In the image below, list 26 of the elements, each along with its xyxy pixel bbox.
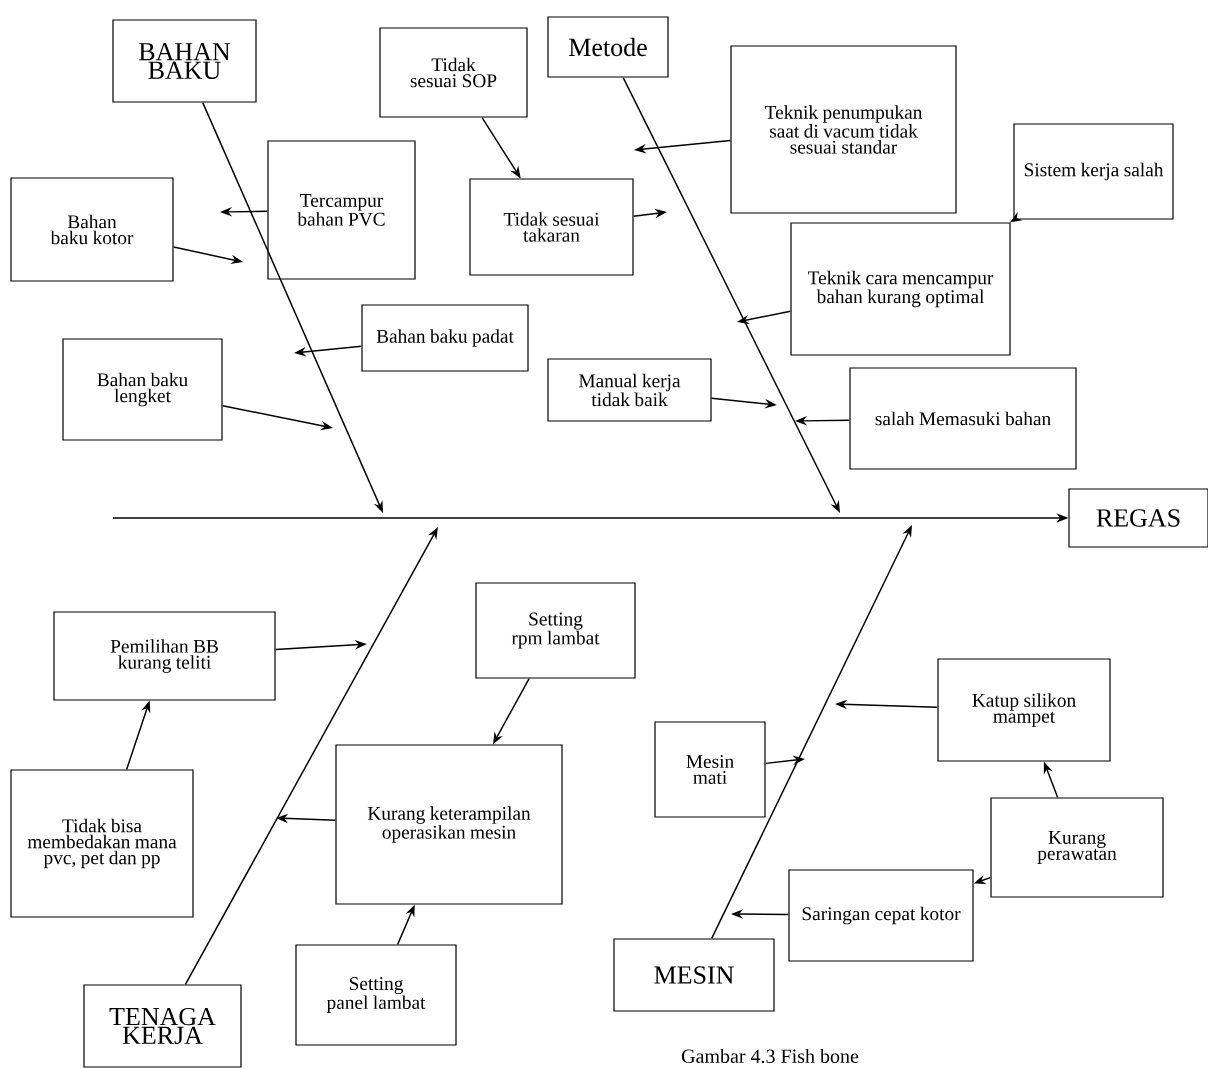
cause-box: Teknik penumpukan saat di vacum tidak sesuai standar: [730, 45, 957, 214]
cause-box: Bahan baku lengket: [62, 338, 223, 441]
cause-box: Manual kerja tidak baik: [547, 358, 712, 422]
cause-box: Setting rpm lambat: [475, 582, 636, 679]
effect-box: REGAS: [1068, 488, 1208, 548]
cause-box: Kurang keterampilan operasikan mesin: [335, 744, 563, 905]
cause-box: Setting panel lambat: [295, 944, 457, 1046]
cause-box: Tidak sesuai takaran: [469, 178, 634, 276]
cause-box: Bahan baku padat: [361, 304, 529, 372]
cause-box: Mesin mati: [654, 721, 766, 818]
cause-box: Pemilihan BB kurang teliti: [53, 611, 276, 701]
cause-box: Teknik cara mencampur bahan kurang optimal: [790, 222, 1011, 356]
cause-box: Kurang perawatan: [990, 797, 1164, 898]
cause-box: Sistem kerja salah: [1013, 123, 1174, 220]
cause-box: Tercampur bahan PVC: [267, 140, 416, 280]
category-box: TENAGA KERJA: [83, 984, 242, 1068]
cause-box: salah Memasuki bahan: [849, 367, 1077, 470]
category-box: BAHAN BAKU: [112, 19, 257, 103]
category-box: Metode: [547, 16, 669, 78]
caption: Gambar 4.3 Fish bone: [681, 1048, 859, 1064]
cause-box: Tidak sesuai SOP: [379, 27, 528, 118]
cause-box: Saringan cepat kotor: [788, 869, 974, 962]
category-box: MESIN: [613, 938, 775, 1012]
cause-box: Bahan baku kotor: [10, 177, 174, 282]
cause-box: Tidak bisa membedakan mana pvc, pet dan pp: [10, 769, 194, 918]
cause-box: Katup silikon mampet: [937, 658, 1111, 762]
